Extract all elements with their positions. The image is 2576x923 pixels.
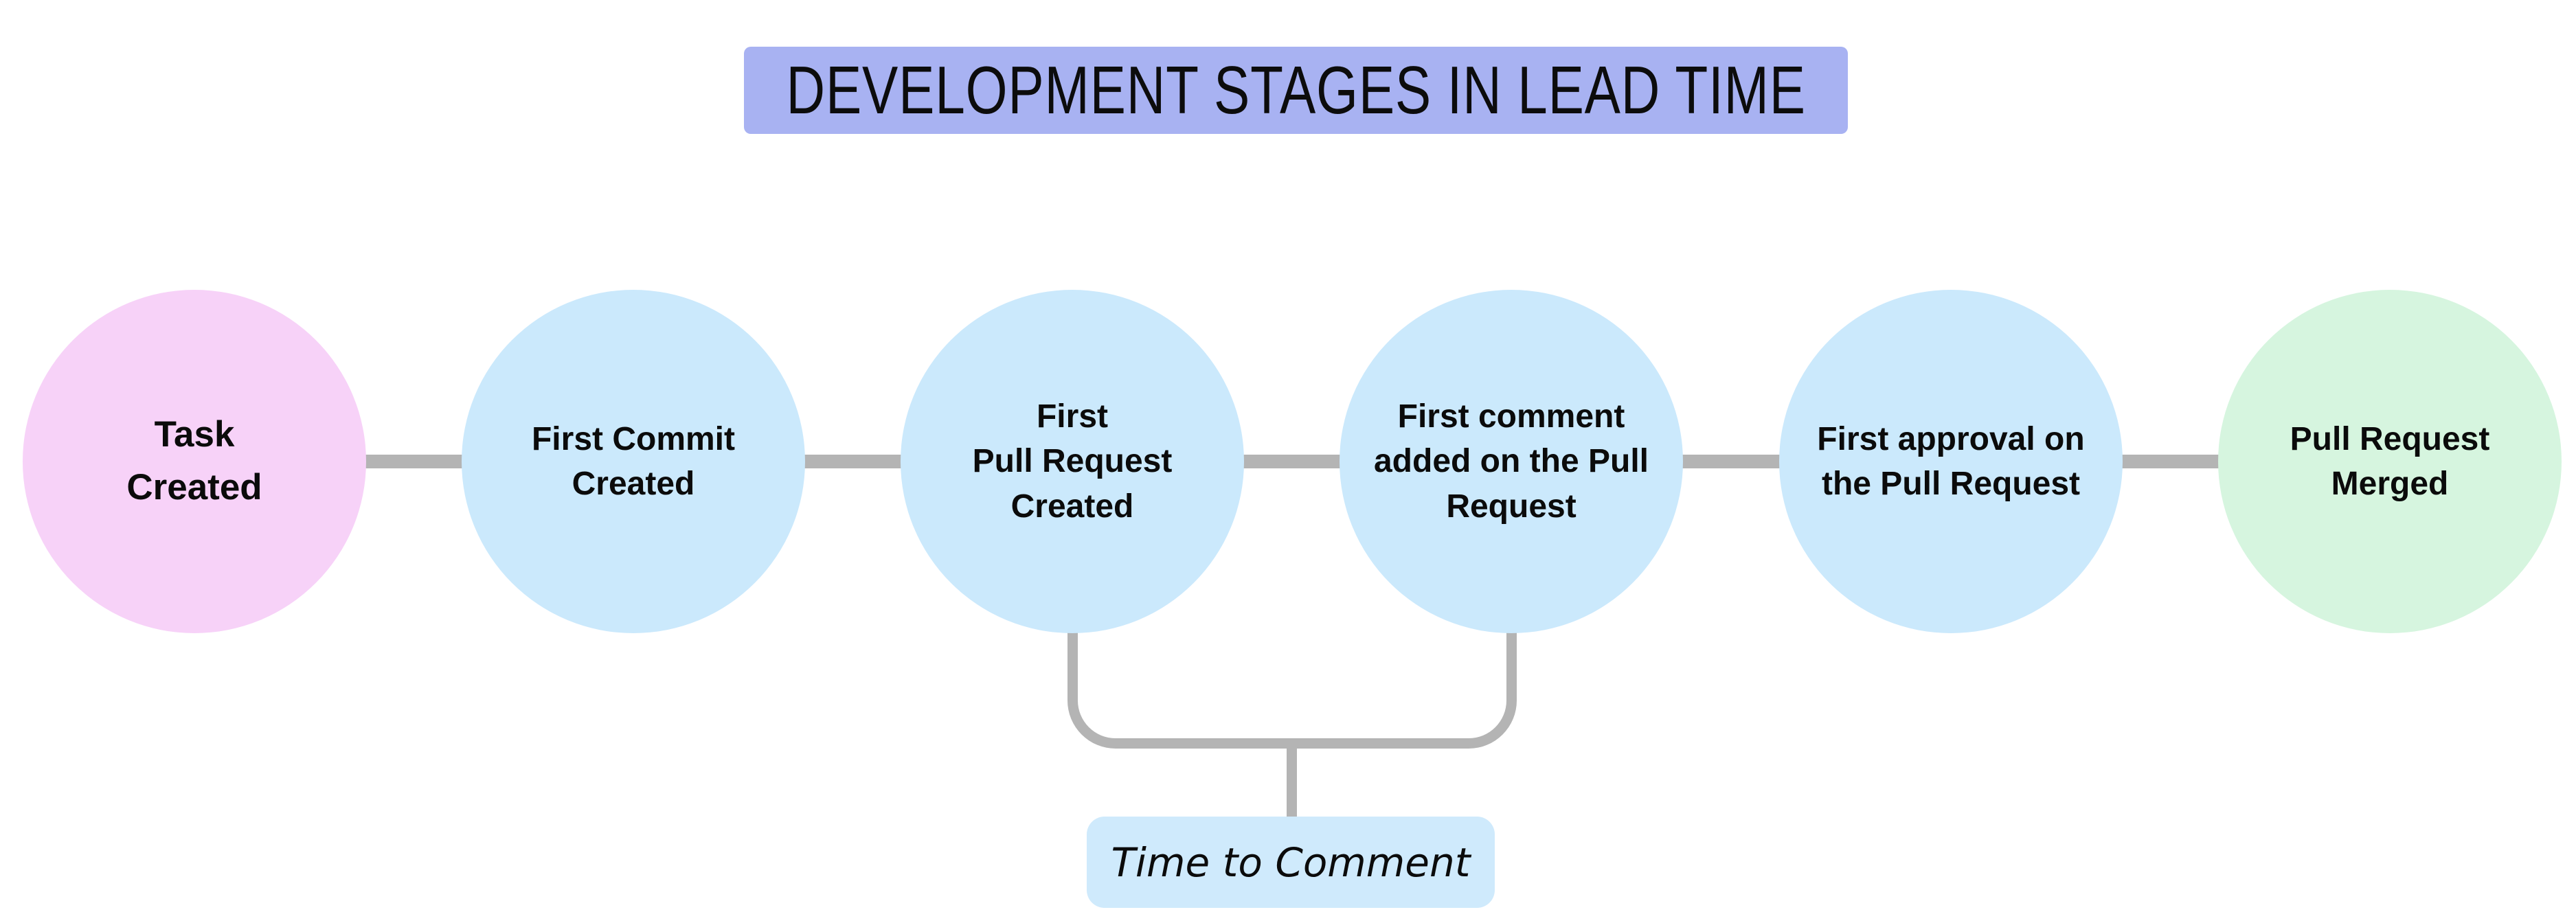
time-to-comment-label: Time to Comment	[1111, 839, 1471, 886]
stage-label-line: Pull Request	[2290, 420, 2490, 457]
stage-label-line: added on the Pull	[1373, 443, 1649, 480]
stage-circle-first-comment-added: First comment added on the Pull Request	[1340, 290, 1683, 633]
stage-circle-task-created: Task Created	[23, 290, 366, 633]
stage-label-line: Created	[1010, 488, 1134, 525]
stage-label-line: Task	[154, 414, 235, 455]
time-to-comment-label-box: Time to Comment	[1087, 817, 1495, 908]
stage-label-line: Merged	[2331, 466, 2449, 502]
stage-circle-first-commit-created: First Commit Created	[462, 290, 805, 633]
time-to-comment-bracket	[1067, 618, 1517, 749]
stage-circle-first-pull-request-created: First Pull Request Created	[901, 290, 1244, 633]
page-title: DEVELOPMENT STAGES IN LEAD TIME	[786, 52, 1806, 128]
stage-circle-pull-request-merged: Pull Request Merged	[2218, 290, 2562, 633]
stage-label-line: Created	[126, 467, 262, 508]
stage-label-line: the Pull Request	[1821, 466, 2081, 502]
stage-circle-first-approval: First approval on the Pull Request	[1779, 290, 2123, 633]
stage-label-line: Request	[1446, 488, 1577, 525]
stage-label-line: First Commit	[531, 420, 735, 457]
title-banner: DEVELOPMENT STAGES IN LEAD TIME	[744, 47, 1848, 134]
stage-label-line: Created	[572, 466, 695, 502]
stage-label-line: First	[1036, 398, 1108, 435]
time-to-comment-bracket-stem	[1287, 746, 1297, 819]
stage-label-line: First comment	[1397, 398, 1625, 435]
stage-label-line: First approval on	[1817, 420, 2085, 457]
stage-label-line: Pull Request	[972, 443, 1173, 480]
